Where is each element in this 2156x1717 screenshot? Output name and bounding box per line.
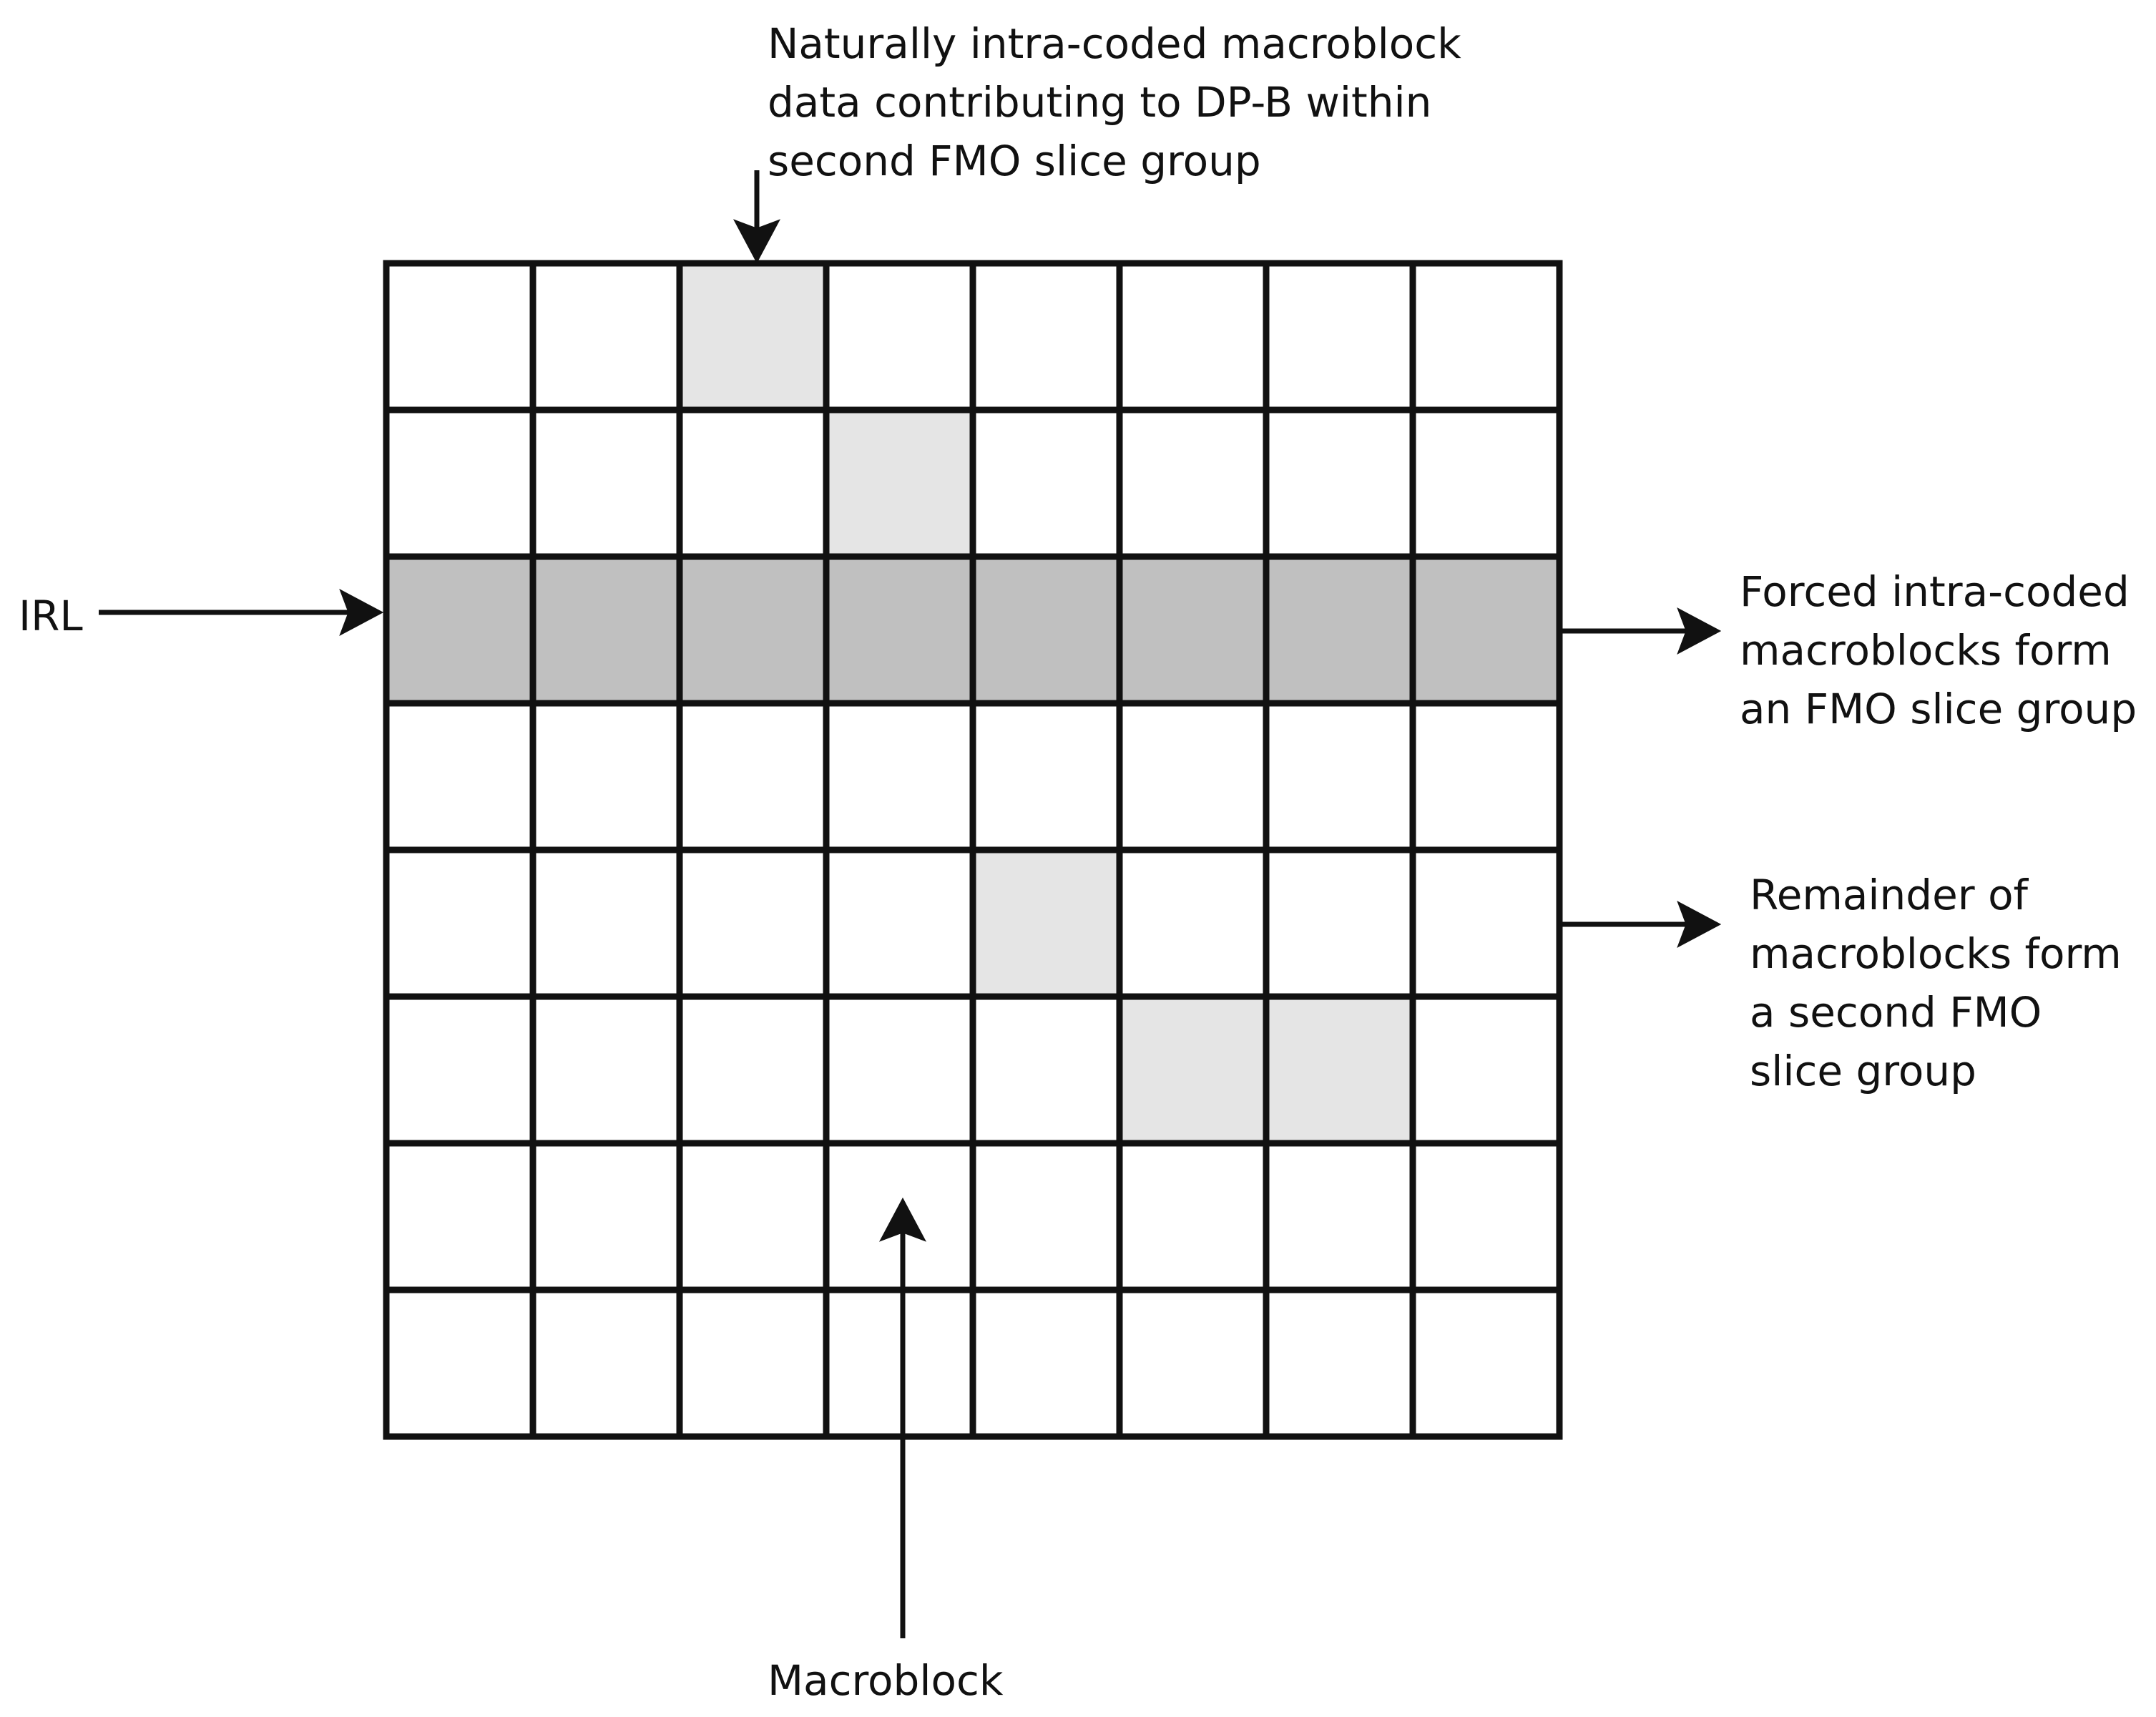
macroblock-cell	[383, 700, 536, 853]
macroblock-cell	[1409, 846, 1563, 1000]
forced-intra-cell	[529, 553, 683, 707]
macroblock-cell	[1409, 260, 1563, 414]
natural-intra-cell	[1263, 993, 1416, 1147]
macroblock-cell	[1409, 1140, 1563, 1293]
macroblock-cell	[1263, 1140, 1416, 1293]
macroblock-cell	[529, 993, 683, 1147]
macroblock-cell	[529, 1286, 683, 1440]
macroblock-cell	[1409, 993, 1563, 1147]
macroblock-cell	[823, 1286, 976, 1440]
macroblock-cell	[1409, 700, 1563, 853]
remainder-label: Remainder of macroblocks form a second F…	[1750, 866, 2122, 1100]
macroblock-cell	[383, 1140, 536, 1293]
macroblock-cell	[1116, 406, 1270, 560]
forced-intra-cell	[1116, 553, 1270, 707]
forced-intra-cell	[1263, 553, 1416, 707]
forced-intra-cell	[969, 553, 1123, 707]
macroblock-cell	[1116, 846, 1270, 1000]
remainder-label-line: Remainder of	[1750, 871, 2028, 919]
macroblock-cell	[676, 700, 830, 853]
macroblock-cell	[676, 1140, 830, 1293]
macroblock-cell	[383, 406, 536, 560]
macroblock-cell	[823, 1140, 976, 1293]
macroblock-cell	[969, 260, 1123, 414]
forced-intra-label-line: macroblocks form	[1740, 626, 2112, 675]
macroblock-cell	[1116, 1286, 1270, 1440]
macroblock-cell	[969, 993, 1123, 1147]
forced-intra-label: Forced intra-coded macroblocks form an F…	[1740, 562, 2137, 738]
macroblock-cell	[1116, 1140, 1270, 1293]
natural-intra-label-line: second FMO slice group	[768, 137, 1261, 185]
macroblock-cell	[676, 846, 830, 1000]
natural-intra-cell	[1116, 993, 1270, 1147]
macroblock-cell	[676, 406, 830, 560]
macroblock-cell	[1263, 260, 1416, 414]
forced-intra-cell	[383, 553, 536, 707]
forced-intra-label-line: an FMO slice group	[1740, 685, 2137, 733]
macroblock-cell	[1263, 1286, 1416, 1440]
macroblock-cell	[529, 406, 683, 560]
macroblock-cell	[383, 993, 536, 1147]
macroblock-cell	[823, 700, 976, 853]
macroblock-cell	[529, 1140, 683, 1293]
macroblock-cell	[1263, 846, 1416, 1000]
irl-label: IRL	[19, 592, 83, 640]
forced-intra-label-line: Forced intra-coded	[1740, 567, 2130, 616]
natural-intra-label: Naturally intra-coded macroblock data co…	[768, 14, 1461, 190]
arrows	[99, 170, 1722, 1638]
remainder-label-line: a second FMO	[1750, 988, 2042, 1037]
macroblock-cell	[823, 260, 976, 414]
macroblock-cell	[823, 846, 976, 1000]
macroblock-cell	[529, 260, 683, 414]
macroblock-cell	[969, 406, 1123, 560]
remainder-label-line: macroblocks form	[1750, 929, 2122, 978]
forced-intra-cell	[676, 553, 830, 707]
macroblock-cell	[969, 1286, 1123, 1440]
macroblock-cell	[969, 1140, 1123, 1293]
macroblock-cell	[1263, 406, 1416, 560]
macroblock-cell	[1409, 406, 1563, 560]
macroblock-cell	[676, 1286, 830, 1440]
macroblock-grid	[383, 260, 1563, 1440]
macroblock-cell	[823, 993, 976, 1147]
macroblock-cell	[383, 1286, 536, 1440]
macroblock-cell	[969, 700, 1123, 853]
macroblock-cell	[529, 700, 683, 853]
natural-intra-label-line: Naturally intra-coded macroblock	[768, 19, 1461, 68]
natural-intra-cell	[969, 846, 1123, 1000]
forced-intra-cell	[1409, 553, 1563, 707]
macroblock-cell	[383, 846, 536, 1000]
remainder-label-line: slice group	[1750, 1047, 1976, 1095]
macroblock-cell	[1116, 260, 1270, 414]
macroblock-cell	[529, 846, 683, 1000]
macroblock-cell	[383, 260, 536, 414]
macroblock-cell	[676, 993, 830, 1147]
natural-intra-cell	[823, 406, 976, 560]
macroblock-cell	[1409, 1286, 1563, 1440]
macroblock-cell	[1263, 700, 1416, 853]
macroblock-cell	[1116, 700, 1270, 853]
forced-intra-cell	[823, 553, 976, 707]
natural-intra-label-line: data contributing to DP-B within	[768, 78, 1432, 127]
macroblock-label: Macroblock	[768, 1656, 1004, 1705]
natural-intra-cell	[676, 260, 830, 414]
